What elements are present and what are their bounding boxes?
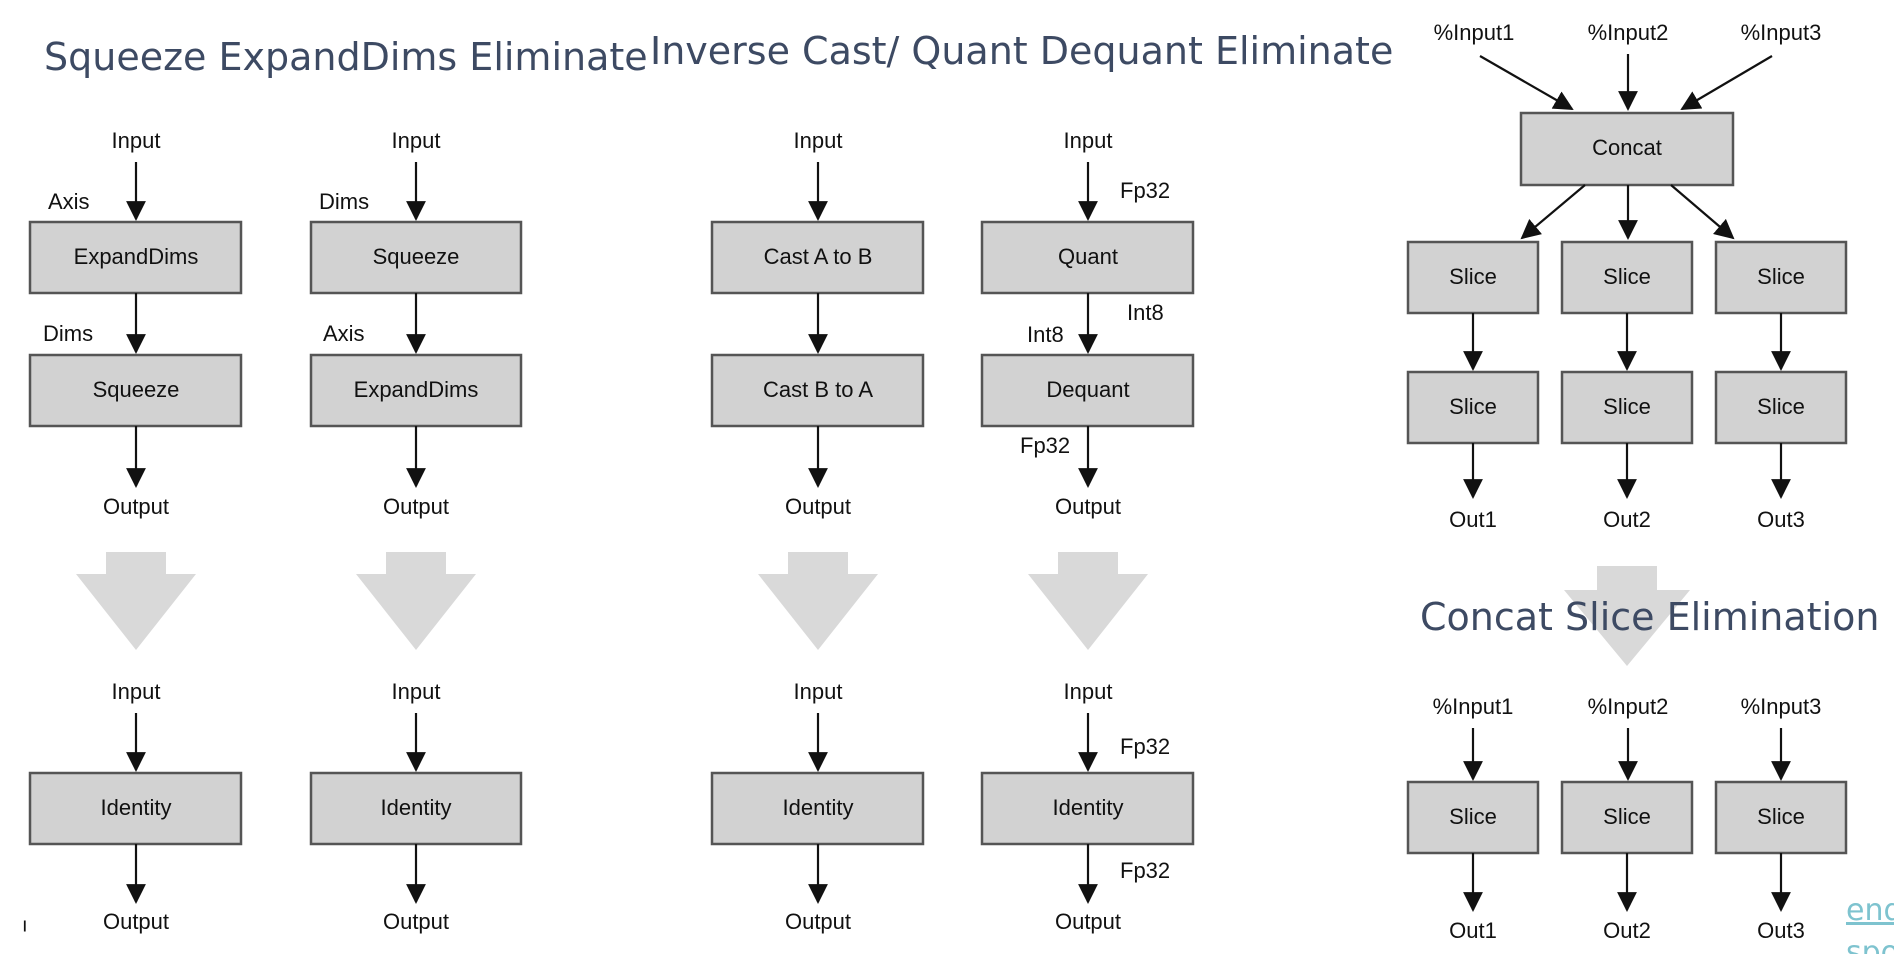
transform-arrow [1564,566,1690,666]
transform-arrow [758,552,878,650]
out3-label: Out3 [1757,507,1805,532]
output-label: Output [103,909,169,934]
slice-label: Slice [1449,804,1497,829]
int8-label: Int8 [1027,322,1064,347]
transform-arrow [356,552,476,650]
input-label: Input [794,679,843,704]
output-label: Output [383,494,449,519]
input2-label: %Input2 [1588,20,1669,45]
out3-label: Out3 [1757,918,1805,943]
slice-node [1406,240,1540,315]
slice-label: Slice [1603,394,1651,419]
input2-label: %Input2 [1588,694,1669,719]
dims-label: Dims [43,321,93,346]
out2-label: Out2 [1603,507,1651,532]
slice-node [1406,780,1540,855]
output-label: Output [785,909,851,934]
slice-node [1714,370,1848,445]
cast-b-to-a-node [710,353,925,428]
title-concat-slice: Concat Slice Elimination [1420,595,1879,639]
identity-label: Identity [381,795,452,820]
corner-link-line1[interactable]: end [1846,893,1894,928]
identity-node [710,771,925,846]
fp32-label: Fp32 [1120,178,1170,203]
quant-label: Quant [1058,244,1118,269]
expanddims-label: ExpandDims [74,244,199,269]
dequant-label: Dequant [1046,377,1129,402]
out1-label: Out1 [1449,918,1497,943]
output-label: Output [103,494,169,519]
slice-label: Slice [1449,394,1497,419]
edge [1520,184,1586,240]
dims-label: Dims [319,189,369,214]
slice-node [1714,240,1848,315]
input1-label: %Input1 [1433,694,1514,719]
slice-label: Slice [1603,264,1651,289]
expanddims-node [309,353,523,428]
input1-label: %Input1 [1434,20,1515,45]
slice-label: Slice [1449,264,1497,289]
output-label: Output [785,494,851,519]
cast-a-to-b-label: Cast A to B [764,244,873,269]
input-label: Input [112,128,161,153]
squeeze-label: Squeeze [373,244,460,269]
squeeze-label: Squeeze [93,377,180,402]
identity-label: Identity [783,795,854,820]
fp32-label: Fp32 [1120,734,1170,759]
out2-label: Out2 [1603,918,1651,943]
slice-node [1560,240,1694,315]
pattern-expand-squeeze: Input Axis ExpandDims Dims Squeeze Outpu… [28,128,243,934]
corner-link-line2[interactable]: spo [1846,935,1894,954]
title-squeeze-expanddims: Squeeze ExpandDims Eliminate [44,35,648,79]
fp32-label: Fp32 [1120,858,1170,883]
quant-node [980,220,1195,295]
output-label: Output [1055,494,1121,519]
pattern-inverse-cast: Input Cast A to B Cast B to A Output Inp… [710,128,925,934]
input-label: Input [1064,128,1113,153]
expanddims-label: ExpandDims [354,377,479,402]
identity-node [28,771,243,846]
output-label: Output [383,909,449,934]
pattern-squeeze-expand: Input Dims Squeeze Axis ExpandDims Outpu… [309,128,523,934]
pattern-concat-slice: %Input1 %Input2 %Input3 Concat Slice Sli… [1406,20,1879,943]
fp32-label: Fp32 [1020,433,1070,458]
edge [1680,55,1773,111]
edge [1670,184,1735,240]
slice-label: Slice [1757,394,1805,419]
slice-label: Slice [1757,804,1805,829]
identity-label: Identity [1053,795,1124,820]
concat-label: Concat [1592,135,1662,160]
identity-label: Identity [101,795,172,820]
input-label: Input [392,128,441,153]
input-label: Input [1064,679,1113,704]
concat-node [1519,111,1735,187]
slice-node [1714,780,1848,855]
title-inverse-cast: Inverse Cast/ Quant Dequant Eliminate [650,29,1393,73]
slice-node [1406,370,1540,445]
input3-label: %Input3 [1741,694,1822,719]
corner-mark: ı [22,914,28,936]
out1-label: Out1 [1449,507,1497,532]
slice-label: Slice [1757,264,1805,289]
cast-a-to-b-node [710,220,925,295]
pattern-quant-dequant: Input Fp32 Quant Int8 Int8 Dequant Fp32 … [980,128,1195,934]
slice-label: Slice [1603,804,1651,829]
transform-arrow [1028,552,1148,650]
identity-node [980,771,1195,846]
output-label: Output [1055,909,1121,934]
cast-b-to-a-label: Cast B to A [763,377,873,402]
input-label: Input [392,679,441,704]
input3-label: %Input3 [1741,20,1822,45]
axis-label: Axis [48,189,90,214]
axis-label: Axis [323,321,365,346]
transform-arrow [76,552,196,650]
slice-node [1560,780,1694,855]
input-label: Input [112,679,161,704]
input-label: Input [794,128,843,153]
squeeze-node [28,353,243,428]
dequant-node [980,353,1195,428]
int8-label: Int8 [1127,300,1164,325]
edge [1479,55,1574,110]
